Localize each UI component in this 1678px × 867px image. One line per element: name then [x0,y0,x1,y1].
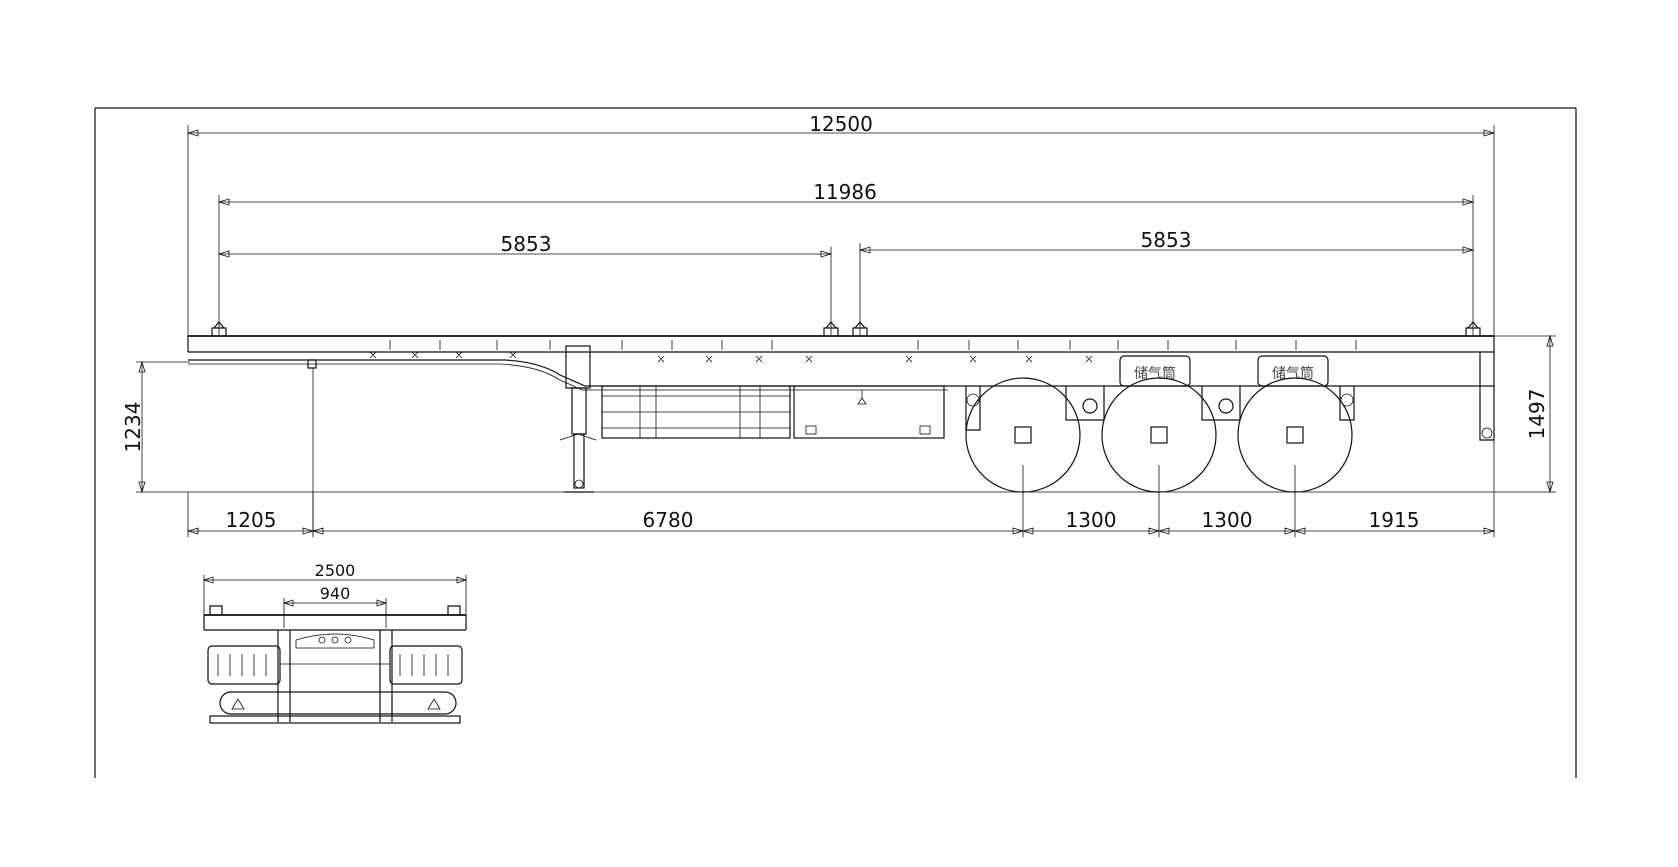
dimension-beam-spacing: 940 [282,584,388,628]
twistlock-icon [1465,321,1481,336]
frame-height-label: 1234 [121,402,145,453]
kingpin-to-axle-label: 6780 [643,508,694,532]
twistlock-icon [852,321,868,336]
dimension-deck-height: 1497 [1494,334,1556,494]
axle-spacing-1-label: 1300 [1066,508,1117,532]
deck-height-label: 1497 [1525,389,1549,440]
rear-container-span-label: 5853 [1141,228,1192,252]
overall-length-label: 12500 [809,112,873,136]
front-view-body [203,605,467,724]
front-overhang-label: 1205 [226,508,277,532]
rear-overhang-label: 1915 [1369,508,1420,532]
side-view: 12500 11986 5853 5853 [121,112,1556,537]
cross-members [369,340,1357,363]
twistlock-span-label: 11986 [813,180,877,204]
twistlock-icon-group [211,321,1481,336]
dimension-frame-height: 1234 [121,360,190,494]
drawing-border [94,107,1577,778]
beam-spacing-label: 940 [320,584,351,603]
front-view: 2500 940 [202,561,468,724]
suspension [965,386,1355,431]
kingpin [307,359,317,535]
twistlock-icon [823,321,839,336]
dimension-chain-bottom: 1205 6780 1300 1300 1915 [186,440,1496,537]
axle-spacing-2-label: 1300 [1202,508,1253,532]
air-tank: 储气筒 [1119,355,1191,387]
dimension-twistlock-span: 11986 [217,180,1475,335]
air-tank: 储气筒 [1257,355,1329,387]
dimension-overall-width: 2500 [202,561,468,615]
dimension-front-container-span: 5853 [217,232,833,335]
landing-gear [559,345,597,493]
air-tank-label: 储气筒 [1134,365,1176,382]
dimension-rear-container-span: 5853 [858,228,1475,335]
front-container-span-label: 5853 [501,232,552,256]
trailer-frame [187,335,1495,441]
side-toolbox [601,385,945,439]
dimension-overall-length: 12500 [186,112,1496,340]
air-tank-label: 储气筒 [1272,365,1314,382]
overall-width-label: 2500 [315,561,356,580]
twistlock-icon [211,321,227,336]
